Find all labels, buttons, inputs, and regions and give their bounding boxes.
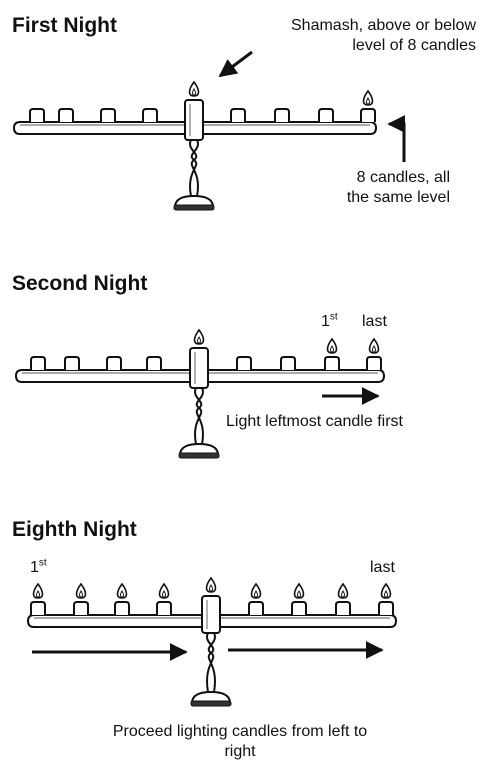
first-night-title: First Night	[12, 14, 117, 37]
menorah-base	[190, 690, 232, 703]
candle-cup	[378, 601, 394, 615]
menorah-base	[178, 442, 220, 455]
candles-level-note-line2: the same level	[346, 189, 450, 206]
menorah-central-shaft	[201, 595, 221, 634]
candle-cup	[30, 356, 46, 370]
menorah-first-night	[12, 80, 378, 211]
eighth-night-instruction: Proceed lighting candles from left to ri…	[20, 722, 460, 762]
candle-cup	[280, 356, 296, 370]
candle-cup	[236, 356, 252, 370]
candle-cup	[335, 601, 351, 615]
candles-level-note: 8 candles, all the same level	[310, 168, 450, 208]
candle-cup	[146, 356, 162, 370]
shamash-note-line2: level of 8 candles	[352, 37, 476, 54]
eighth-night-instruction-line1: Proceed lighting candles from left to	[112, 723, 368, 740]
candle-cup	[30, 601, 46, 615]
shamash-pointer-arrow	[218, 50, 253, 78]
eighth-night-last-label: last	[370, 559, 395, 576]
eighth-night-first-label: 1st	[30, 557, 47, 576]
second-night-title: Second Night	[12, 272, 148, 295]
candle-cup	[360, 108, 376, 122]
candle-cup	[366, 356, 382, 370]
candle-cup	[73, 601, 89, 615]
eighth-night-instruction-line2: right	[224, 743, 256, 760]
candles-level-pointer-arrow	[387, 115, 406, 162]
menorah-second-night	[14, 328, 386, 459]
candle-cup	[291, 601, 307, 615]
shamash-note: Shamash, above or below level of 8 candl…	[228, 16, 476, 56]
candle-cup	[142, 108, 158, 122]
candle-cup	[29, 108, 45, 122]
menorah-central-shaft	[184, 99, 204, 141]
candle-cup	[324, 356, 340, 370]
menorah-eighth-night	[26, 576, 398, 707]
candle-cup	[248, 601, 264, 615]
shamash-note-line1: Shamash, above or below	[291, 17, 476, 34]
candle-cup	[64, 356, 80, 370]
candle-cup	[58, 108, 74, 122]
candle-cup	[274, 108, 290, 122]
candle-cup	[318, 108, 334, 122]
menorah-base	[173, 194, 215, 207]
candle-cup	[106, 356, 122, 370]
candle-cup	[114, 601, 130, 615]
candle-cup	[156, 601, 172, 615]
candle-cup	[230, 108, 246, 122]
eighth-night-title: Eighth Night	[12, 518, 137, 541]
menorah-central-shaft	[189, 347, 209, 389]
candles-level-note-line1: 8 candles, all	[356, 169, 450, 186]
second-night-last-label: last	[362, 313, 387, 330]
second-night-instruction: Light leftmost candle first	[226, 413, 403, 430]
second-night-first-label: 1st	[321, 311, 338, 330]
candle-cup	[100, 108, 116, 122]
